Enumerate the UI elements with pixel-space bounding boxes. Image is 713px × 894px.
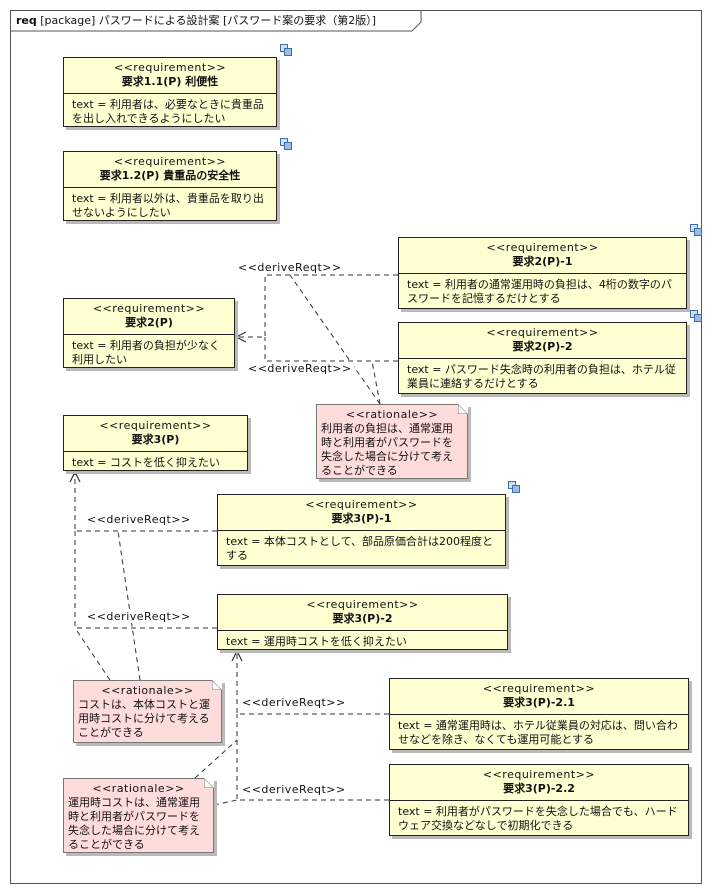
frame-title-text: [package] パスワードによる設計案 [パスワード案の要求（第2版）] bbox=[40, 14, 377, 27]
requirement-text: text = 通常運用時は、ホテル従業員の対応は、問い合わせなどを除き、なくても… bbox=[398, 719, 678, 746]
derive-label-r321: <<deriveReqt>> bbox=[240, 696, 348, 709]
requirement-title: 要求1.2(P) 貴重品の安全性 bbox=[99, 169, 241, 182]
rationale-note-2[interactable]: <<rationale>> コストは、本体コストと運用時コストに分けて考えること… bbox=[73, 680, 222, 743]
requirement-block-1-1[interactable]: <<requirement>> 要求1.1(P) 利便性 text = 利用者は… bbox=[63, 57, 277, 127]
requirement-block-2-1[interactable]: <<requirement>> 要求2(P)-1 text = 利用者の通常運用… bbox=[398, 237, 687, 309]
note-fold-icon bbox=[212, 680, 222, 690]
derive-edge-r322 bbox=[236, 714, 389, 801]
requirement-block-3-2-1[interactable]: <<requirement>> 要求3(P)-2.1 text = 通常運用時は… bbox=[389, 678, 689, 750]
frame-kind: req bbox=[16, 14, 37, 27]
requirement-header: <<requirement>> 要求2(P)-2 bbox=[399, 323, 686, 359]
stereotype-label: <<requirement>> bbox=[482, 682, 596, 695]
stereotype-label: <<requirement>> bbox=[486, 241, 599, 254]
stereotype-label: <<rationale>> bbox=[345, 408, 439, 421]
rationale-text: コストは、本体コストと運用時コストに分けて考えることができる bbox=[78, 698, 210, 739]
derive-label-r21: <<deriveReqt>> bbox=[236, 261, 344, 274]
stereotype-label: <<requirement>> bbox=[486, 326, 599, 339]
requirement-title: 要求1.1(P) 利便性 bbox=[121, 75, 219, 88]
requirement-block-2[interactable]: <<requirement>> 要求2(P) text = 利用者の負担が少なく… bbox=[63, 298, 235, 368]
requirement-text: text = コストを低く抑えたい bbox=[72, 456, 220, 469]
requirement-text: text = パスワード失念時の利用者の負担は、ホテル従業員に連絡するだけとする bbox=[407, 363, 676, 390]
requirement-header: <<requirement>> 要求2(P)-1 bbox=[399, 238, 686, 274]
rationale-anchor-2a bbox=[117, 530, 141, 681]
derive-edge-r31 bbox=[75, 472, 217, 532]
requirement-text: text = 利用者の通常運用時の負担は、4桁の数字のパスワードを記憶するだけと… bbox=[407, 278, 672, 305]
requirement-header: <<requirement>> 要求1.1(P) 利便性 bbox=[64, 58, 276, 94]
stereotype-label: <<requirement>> bbox=[92, 302, 206, 315]
requirement-text: text = 利用者以外は、貴重品を取り出せないようにしたい bbox=[72, 192, 264, 219]
requirement-header: <<requirement>> 要求1.2(P) 貴重品の安全性 bbox=[64, 152, 276, 188]
requirement-text: text = 本体コストとして、部品原価合計は200程度とする bbox=[226, 535, 494, 562]
stereotype-label: <<rationale>> bbox=[101, 684, 194, 697]
derive-label-r31: <<deriveReqt>> bbox=[85, 513, 193, 526]
requirement-title: 要求3(P)-1 bbox=[331, 512, 392, 525]
requirement-title: 要求2(P)-1 bbox=[512, 255, 573, 268]
derive-label-r32: <<deriveReqt>> bbox=[85, 610, 193, 623]
requirement-block-1-2[interactable]: <<requirement>> 要求1.2(P) 貴重品の安全性 text = … bbox=[63, 151, 277, 221]
rationale-anchor-1a bbox=[289, 274, 381, 405]
nested-diagram-icon[interactable] bbox=[690, 224, 702, 236]
requirement-block-3[interactable]: <<requirement>> 要求3(P) text = コストを低く抑えたい bbox=[63, 415, 248, 471]
requirement-block-2-2[interactable]: <<requirement>> 要求2(P)-2 text = パスワード失念時… bbox=[398, 322, 687, 394]
requirement-text: text = 利用者の負担が少なく利用したい bbox=[72, 339, 220, 366]
requirement-text: text = 運用時コストを低く抑えたい bbox=[226, 635, 407, 648]
note-fold-icon bbox=[204, 778, 214, 788]
requirement-title: 要求3(P)-2.1 bbox=[503, 696, 575, 709]
requirement-block-3-1[interactable]: <<requirement>> 要求3(P)-1 text = 本体コストとして… bbox=[217, 494, 506, 566]
requirement-header: <<requirement>> 要求2(P) bbox=[64, 299, 234, 335]
stereotype-label: <<requirement>> bbox=[306, 598, 419, 611]
rationale-anchor-3a bbox=[194, 739, 238, 779]
stereotype-label: <<requirement>> bbox=[482, 768, 596, 781]
derive-label-r322: <<deriveReqt>> bbox=[240, 783, 348, 796]
stereotype-label: <<requirement>> bbox=[113, 155, 227, 168]
rationale-text: 運用時コストは、通常運用時と利用者がパスワードを失念した場合に分けて考えることが… bbox=[68, 796, 200, 851]
requirement-text: text = 利用者がパスワードを失念した場合でも、ハードウェア交換などなしで初… bbox=[398, 805, 678, 832]
frame-tab-outline bbox=[10, 10, 422, 32]
nested-diagram-icon[interactable] bbox=[280, 44, 292, 56]
derive-edge-r321 bbox=[237, 651, 389, 715]
requirement-title: 要求3(P) bbox=[131, 433, 180, 446]
note-fold-icon bbox=[458, 404, 468, 414]
requirement-header: <<requirement>> 要求3(P)-2.2 bbox=[390, 765, 688, 801]
requirement-header: <<requirement>> 要求3(P) bbox=[64, 416, 247, 452]
derive-edge-r21 bbox=[236, 274, 398, 337]
stereotype-label: <<requirement>> bbox=[99, 419, 212, 432]
derive-label-r22: <<deriveReqt>> bbox=[246, 362, 354, 375]
nested-diagram-icon[interactable] bbox=[508, 481, 520, 493]
requirement-header: <<requirement>> 要求3(P)-2.1 bbox=[390, 679, 688, 715]
rationale-anchor-2b bbox=[74, 627, 111, 681]
requirement-block-3-2-2[interactable]: <<requirement>> 要求3(P)-2.2 text = 利用者がパス… bbox=[389, 764, 689, 836]
rationale-note-1[interactable]: <<rationale>> 利用者の負担は、通常運用時と利用者がパスワードを失念… bbox=[316, 404, 468, 479]
stereotype-label: <<rationale>> bbox=[92, 782, 185, 795]
rationale-text: 利用者の負担は、通常運用時と利用者がパスワードを失念した場合に分けて考えることが… bbox=[321, 422, 453, 477]
requirement-title: 要求3(P)-2 bbox=[332, 612, 393, 625]
requirement-text: text = 利用者は、必要なときに貴重品を出し入れできるようにしたい bbox=[72, 98, 264, 125]
requirement-block-3-2[interactable]: <<requirement>> 要求3(P)-2 text = 運用時コストを低… bbox=[217, 594, 508, 650]
rationale-note-3[interactable]: <<rationale>> 運用時コストは、通常運用時と利用者がパスワードを失念… bbox=[63, 778, 214, 853]
nested-diagram-icon[interactable] bbox=[690, 310, 702, 322]
rationale-anchor-1b bbox=[371, 360, 381, 405]
requirement-header: <<requirement>> 要求3(P)-2 bbox=[218, 595, 507, 631]
derive-edge-r32 bbox=[74, 531, 217, 629]
derive-edge-r22 bbox=[264, 337, 398, 362]
requirement-title: 要求2(P) bbox=[125, 316, 173, 329]
rationale-anchor-3b bbox=[213, 799, 238, 806]
requirement-header: <<requirement>> 要求3(P)-1 bbox=[218, 495, 505, 531]
stereotype-label: <<requirement>> bbox=[305, 498, 418, 511]
requirement-title: 要求3(P)-2.2 bbox=[503, 782, 575, 795]
requirement-title: 要求2(P)-2 bbox=[512, 340, 573, 353]
frame-title: req [package] パスワードによる設計案 [パスワード案の要求（第2版… bbox=[10, 10, 420, 31]
stereotype-label: <<requirement>> bbox=[113, 61, 227, 74]
nested-diagram-icon[interactable] bbox=[280, 138, 292, 150]
